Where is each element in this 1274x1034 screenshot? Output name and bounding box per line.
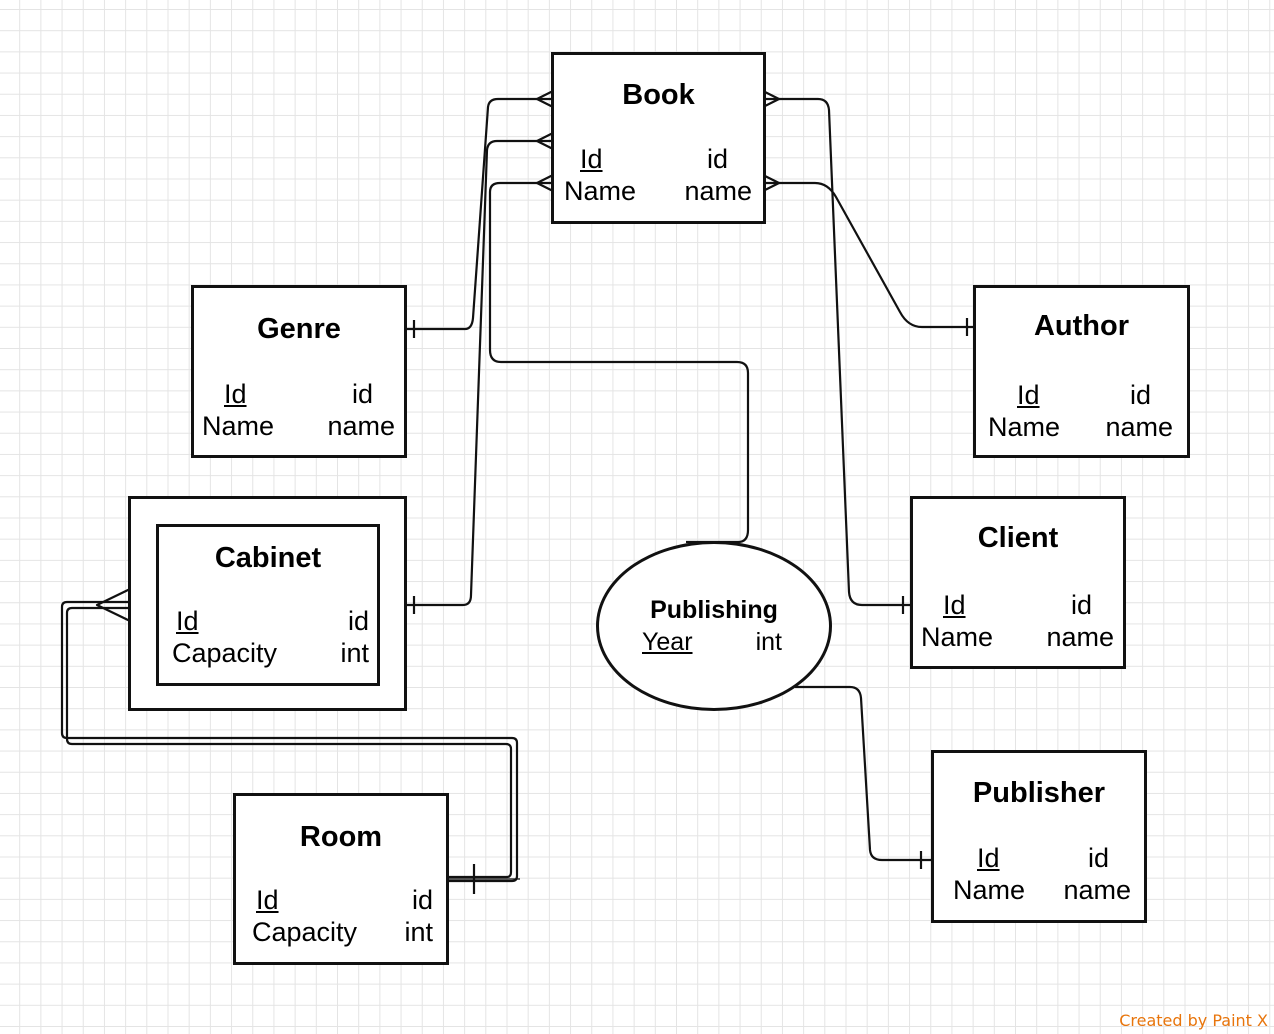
primary-key: Id	[256, 885, 279, 915]
entity-attributes-left: Id Name	[988, 379, 1060, 443]
entity-title: Book	[622, 79, 695, 111]
primary-key: Id	[224, 379, 247, 409]
line-publishing-book	[488, 181, 750, 544]
crowfoot-book-client	[762, 90, 781, 108]
relationship-attribute: Year	[642, 628, 693, 656]
attribute-type: id	[1087, 843, 1109, 873]
entity-attributes-left: Id Name	[564, 143, 636, 207]
line-book-author	[763, 181, 975, 329]
relationship-attribute-type: int	[755, 628, 782, 656]
entity-attributes-right: id name	[1063, 842, 1131, 906]
watermark: Created by Paint X	[1119, 1011, 1268, 1030]
attribute-type: name	[1105, 412, 1173, 442]
attribute-type: id	[1070, 590, 1092, 620]
attribute-type: id	[1129, 380, 1151, 410]
attribute-type: id	[347, 606, 369, 636]
entity-cabinet[interactable]: Cabinet Id Capacity id int	[128, 496, 407, 711]
line-cabinet-book	[405, 139, 553, 607]
entity-attributes-left: Id Capacity	[172, 605, 277, 669]
relationship-publishing[interactable]: Publishing Year int	[596, 541, 832, 711]
crowfoot-book-genre	[535, 90, 554, 108]
crowfoot-cabinet-room	[95, 588, 131, 622]
entity-attributes-left: Id Name	[921, 589, 993, 653]
entity-title: Client	[977, 522, 1059, 554]
entity-attributes-right: id name	[327, 378, 395, 442]
attribute-type: id	[411, 885, 433, 915]
attribute-type: name	[684, 176, 752, 206]
entity-publisher[interactable]: Publisher Id Name id name	[931, 750, 1147, 923]
attribute: Name	[564, 176, 637, 206]
entity-attributes-left: Id Name	[202, 378, 274, 442]
entity-title: Room	[299, 821, 383, 853]
primary-key: Id	[176, 606, 199, 636]
line-publishing-publisher	[795, 685, 933, 862]
entity-title: Genre	[257, 313, 341, 345]
attribute-type: id	[351, 379, 373, 409]
primary-key: Id	[1017, 380, 1040, 410]
attribute-type: int	[404, 917, 433, 947]
entity-attributes-left: Id Capacity	[252, 884, 357, 948]
entity-author[interactable]: Author Id Name id name	[973, 285, 1190, 458]
attribute: Name	[921, 622, 994, 652]
attribute: Name	[953, 875, 1026, 905]
entity-genre[interactable]: Genre Id Name id name	[191, 285, 407, 458]
entity-title: Cabinet	[214, 542, 322, 574]
crowfoot-book-publishing	[535, 174, 554, 192]
attribute-type: int	[340, 638, 369, 668]
entity-attributes-right: id name	[1105, 379, 1173, 443]
attribute: Capacity	[252, 917, 358, 947]
entity-attributes-right: id name	[1046, 589, 1114, 653]
entity-attributes-left: Id Name	[953, 842, 1025, 906]
entity-attributes-right: id int	[404, 884, 433, 948]
primary-key: Id	[943, 590, 966, 620]
attribute: Capacity	[172, 638, 278, 668]
entity-cabinet-inner-border: Cabinet Id Capacity id int	[156, 524, 380, 686]
entity-attributes-right: id name	[684, 143, 752, 207]
primary-key: Id	[977, 843, 1000, 873]
attribute-type: name	[1046, 622, 1114, 652]
entity-title: Publisher	[972, 777, 1106, 809]
line-genre-book	[405, 97, 553, 331]
attribute-type: name	[327, 411, 395, 441]
attribute: Name	[202, 411, 275, 441]
relationship-title: Publishing	[650, 596, 778, 624]
entity-client[interactable]: Client Id Name id name	[910, 496, 1126, 669]
attribute: Name	[988, 412, 1061, 442]
entity-book[interactable]: Book Id Name id name	[551, 52, 766, 224]
attribute-type: id	[706, 144, 728, 174]
entity-room[interactable]: Room Id Capacity id int	[233, 793, 449, 965]
entity-attributes-right: id int	[340, 605, 369, 669]
primary-key: Id	[580, 144, 603, 174]
entity-title: Author	[1033, 310, 1130, 342]
crowfoot-book-cabinet	[535, 132, 554, 150]
line-room-cabinet-inner	[65, 606, 513, 879]
attribute-type: name	[1063, 875, 1131, 905]
line-book-client	[763, 97, 912, 607]
crowfoot-book-author	[762, 174, 781, 192]
